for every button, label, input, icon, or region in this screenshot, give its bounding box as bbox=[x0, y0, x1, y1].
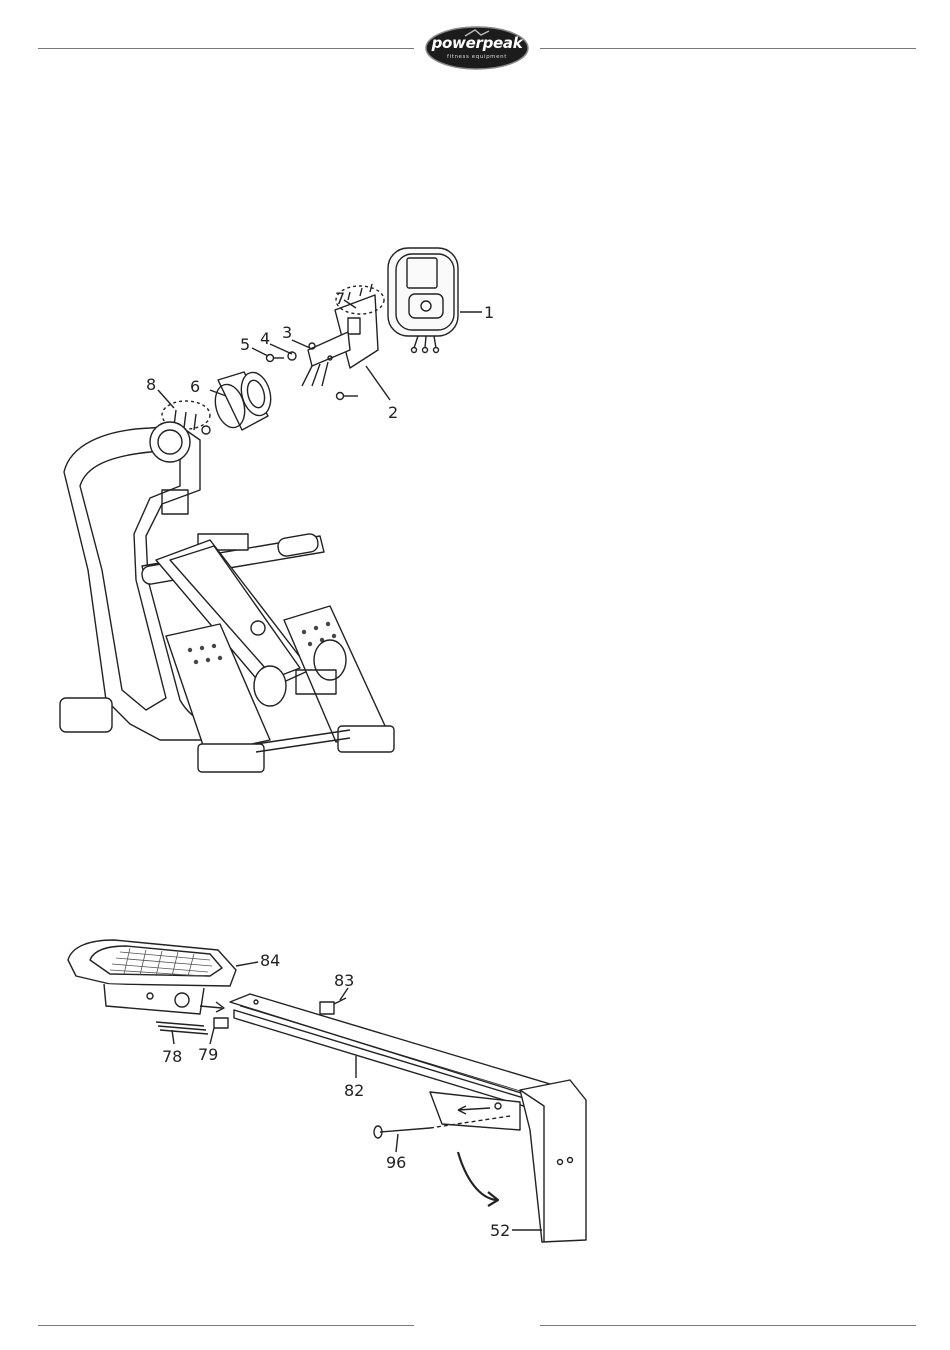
rail-part bbox=[230, 994, 570, 1114]
rowing-machine-frame bbox=[60, 422, 394, 772]
bolt-set bbox=[156, 1018, 228, 1034]
callout-4: 4 bbox=[260, 329, 270, 348]
callout-79: 79 bbox=[198, 1045, 218, 1064]
tube-cover-part bbox=[211, 369, 275, 431]
callout-83: 83 bbox=[334, 971, 354, 990]
front-foot-part bbox=[430, 1080, 586, 1242]
leader-4 bbox=[270, 344, 292, 354]
leader-79 bbox=[210, 1028, 214, 1044]
header-rule-right bbox=[540, 48, 916, 49]
console-assembly-diagram: 1 2 3 4 5 6 7 8 bbox=[30, 240, 550, 780]
footer-rule-right bbox=[540, 1325, 916, 1326]
callout-78: 78 bbox=[162, 1047, 182, 1066]
leader-5 bbox=[252, 348, 268, 356]
header-rule-left bbox=[38, 48, 414, 49]
callout-84: 84 bbox=[260, 951, 280, 970]
callout-7: 7 bbox=[335, 289, 345, 308]
leader-3 bbox=[292, 340, 310, 348]
callout-82: 82 bbox=[344, 1081, 364, 1100]
rail-assembly-diagram: 84 83 78 79 82 96 52 bbox=[50, 930, 610, 1260]
rail-stopper-part bbox=[320, 998, 346, 1014]
callout-6: 6 bbox=[190, 377, 200, 396]
brand-tagline: fitness equipment bbox=[425, 54, 529, 60]
leader-78 bbox=[172, 1030, 174, 1044]
rear-foot-part bbox=[68, 940, 236, 1014]
callout-2: 2 bbox=[388, 403, 398, 422]
callout-96: 96 bbox=[386, 1153, 406, 1172]
brand-name: powerpeak bbox=[425, 34, 529, 52]
callout-1: 1 bbox=[484, 303, 494, 322]
leader-2 bbox=[366, 366, 390, 400]
leader-96 bbox=[396, 1134, 398, 1152]
console-part bbox=[388, 248, 458, 353]
arrow-icon bbox=[200, 1002, 224, 1012]
leader-84 bbox=[236, 962, 258, 966]
brand-logo: powerpeak fitness equipment bbox=[425, 26, 529, 70]
callout-8: 8 bbox=[146, 375, 156, 394]
callout-3: 3 bbox=[282, 323, 292, 342]
callout-52: 52 bbox=[490, 1221, 510, 1240]
callout-5: 5 bbox=[240, 335, 250, 354]
footer-rule-left bbox=[38, 1325, 414, 1326]
leader-8 bbox=[158, 390, 174, 408]
